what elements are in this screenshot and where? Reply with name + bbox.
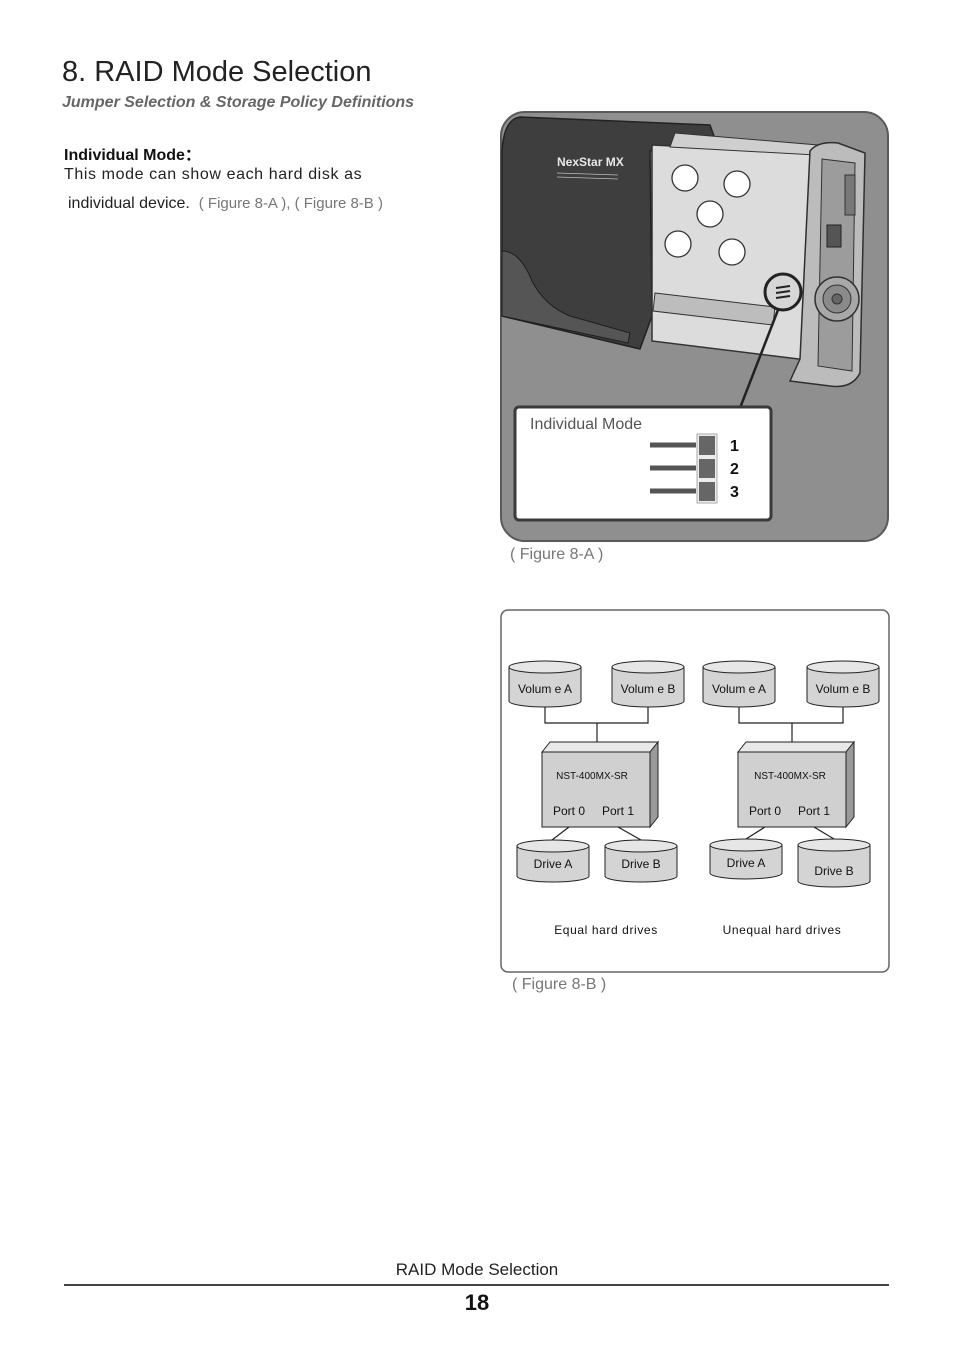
pin-label-1: 1	[730, 438, 739, 455]
section-heading: Individual Mode：	[64, 147, 201, 164]
figure-references: ( Figure 8-A ), ( Figure 8-B )	[198, 195, 383, 212]
volume-a-right: Volum e A	[702, 660, 776, 708]
drive-b-right: Drive B	[797, 838, 871, 888]
svg-text:NST-400MX-SR: NST-400MX-SR	[754, 771, 826, 782]
figure-8b-diagram: Volum e A Volum e B NST-400MX-SR Port 0 …	[500, 609, 890, 973]
page-subtitle: Jumper Selection & Storage Policy Defini…	[62, 94, 415, 111]
svg-text:Volum e B: Volum e B	[816, 682, 871, 696]
figure-8a-enclosure-illustration: NexStar MX Individual Mode 1 2 3	[500, 111, 889, 542]
svg-text:Volum e B: Volum e B	[621, 682, 676, 696]
drive-a-left: Drive A	[516, 839, 590, 883]
volume-a-left: Volum e A	[508, 660, 582, 708]
page-number: 18	[464, 1290, 490, 1315]
svg-text:Drive A: Drive A	[534, 857, 573, 871]
footer-section-label: RAID Mode Selection	[395, 1260, 559, 1279]
svg-text:Volum e A: Volum e A	[712, 682, 766, 696]
figure-8a-caption: ( Figure 8-A )	[510, 546, 604, 563]
unequal-drives-group: Volum e A Volum e B NST-400MX-SR Port 0 …	[702, 660, 880, 937]
svg-text:Drive B: Drive B	[814, 864, 853, 878]
raid-device-right: NST-400MX-SR Port 0 Port 1	[736, 740, 856, 829]
svg-text:Drive A: Drive A	[727, 856, 766, 870]
drive-b-left: Drive B	[604, 839, 678, 883]
drive-a-right: Drive A	[709, 838, 783, 880]
raid-device-left: NST-400MX-SR Port 0 Port 1	[540, 740, 660, 829]
equal-drives-label: Equal hard drives	[554, 923, 658, 937]
svg-text:Volum e A: Volum e A	[518, 682, 572, 696]
body-text-line2-main: individual device.	[68, 195, 190, 212]
callout-title: Individual Mode	[530, 416, 642, 433]
svg-text:Port 0: Port 0	[749, 804, 781, 818]
figure-8b-caption: ( Figure 8-B )	[512, 976, 607, 993]
svg-text:Port 1: Port 1	[798, 804, 830, 818]
volume-b-right: Volum e B	[806, 660, 880, 708]
body-text-line1: This mode can show each hard disk as	[64, 166, 363, 183]
body-text-line2: individual device. ( Figure 8-A ), ( Fig…	[68, 195, 383, 213]
unequal-drives-label: Unequal hard drives	[723, 923, 842, 937]
svg-text:NST-400MX-SR: NST-400MX-SR	[556, 771, 628, 782]
svg-text:Port 1: Port 1	[602, 804, 634, 818]
pin-label-3: 3	[730, 484, 739, 501]
pin-label-2: 2	[730, 461, 739, 478]
volume-b-left: Volum e B	[611, 660, 685, 708]
equal-drives-group: Volum e A Volum e B NST-400MX-SR Port 0 …	[508, 660, 685, 937]
svg-text:Port 0: Port 0	[553, 804, 585, 818]
page-title: 8. RAID Mode Selection	[62, 56, 372, 88]
footer-divider	[64, 1284, 889, 1286]
brand-logo: NexStar MX	[557, 155, 624, 169]
svg-text:Drive B: Drive B	[621, 857, 660, 871]
